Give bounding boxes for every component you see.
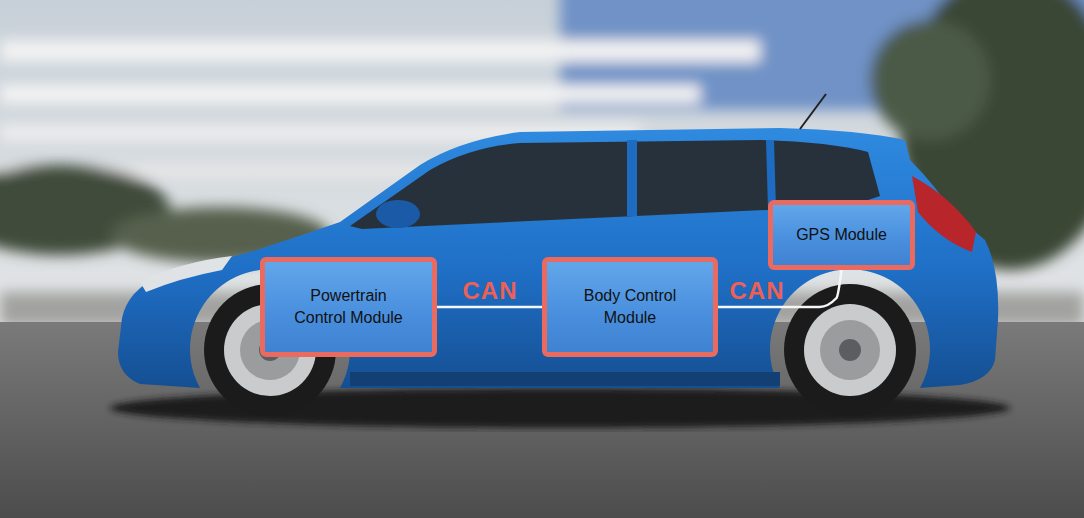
module-box: Body Control Module [542, 257, 718, 357]
bus-label: CAN [730, 277, 785, 305]
building-streak [0, 85, 700, 103]
rocker-panel [350, 372, 780, 386]
building-streak [0, 40, 760, 62]
module-box: Powertrain Control Module [260, 257, 437, 357]
car-body [118, 128, 998, 388]
car-pillar [770, 140, 772, 209]
tree [870, 20, 990, 140]
rear-wheel [784, 284, 916, 416]
bus-label: CAN [463, 277, 518, 305]
rim [804, 304, 896, 396]
antenna [800, 94, 826, 129]
car [118, 94, 998, 416]
hub [839, 339, 861, 361]
module-label: GPS Module [796, 224, 887, 246]
car-pillar [627, 140, 637, 216]
taillight [912, 176, 976, 252]
module-box: GPS Module [768, 200, 915, 270]
headlight [140, 256, 232, 292]
module-label: Powertrain Control Module [293, 285, 405, 328]
can-bus-wire [437, 306, 542, 309]
rim-inner [820, 320, 880, 380]
car-mirror [376, 200, 420, 228]
tire [784, 284, 916, 416]
module-label: Body Control Module [574, 285, 686, 328]
can-bus-wire [718, 270, 842, 307]
